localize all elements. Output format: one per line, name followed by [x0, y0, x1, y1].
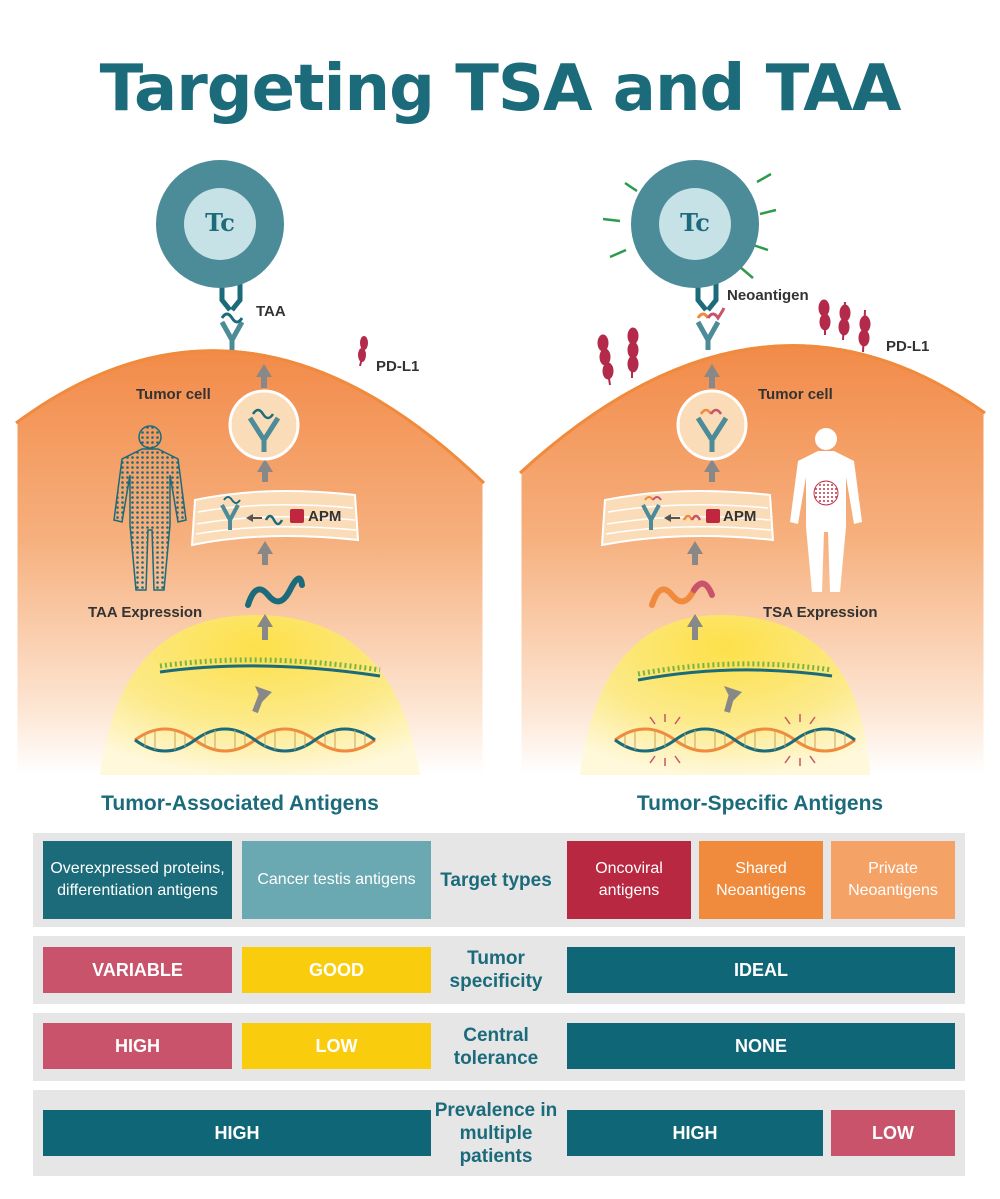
mrna-strand-right — [637, 661, 833, 682]
taa-tolerance-high: HIGH — [43, 1023, 232, 1069]
human-figure-tsa — [790, 428, 862, 592]
tsa-specificity-ideal: IDEAL — [567, 947, 955, 993]
taa-target-cancer-testis: Cancer testis antigens — [242, 841, 431, 919]
tumor-cell-label-left: Tumor cell — [136, 386, 211, 403]
protein-squiggle-left — [245, 575, 305, 608]
activation-rays — [602, 172, 777, 279]
apm-marker-right — [706, 509, 720, 523]
pdl1-label-left: PD-L1 — [376, 358, 420, 375]
tumor-cell-label-right: Tumor cell — [758, 386, 833, 403]
right-panel — [518, 160, 987, 777]
tc-label-right: Tc — [680, 208, 710, 237]
taa-tolerance-low: LOW — [242, 1023, 431, 1069]
neoantigen-squiggle — [649, 586, 697, 608]
tsa-tolerance-none: NONE — [567, 1023, 955, 1069]
apm-label-right: APM — [723, 508, 757, 525]
taa-label: TAA — [256, 303, 286, 320]
human-figure-taa — [113, 425, 187, 591]
page-title: Targeting TSA and TAA — [99, 52, 902, 126]
pdl1-left — [358, 336, 368, 367]
neoantigen-label: Neoantigen — [727, 287, 809, 304]
taa-specificity-variable: VARIABLE — [43, 947, 232, 993]
tumor-specificity-row: VARIABLE GOOD Tumor specificity IDEAL — [33, 936, 965, 1004]
endoplasmic-reticulum-left — [190, 490, 360, 547]
mutation-marks — [649, 714, 816, 766]
tsa-target-oncoviral: Oncoviral antigens — [567, 841, 691, 919]
central-tolerance-label: Central tolerance — [453, 1025, 539, 1069]
tsa-expression-label: TSA Expression — [763, 604, 878, 621]
antigen-diagram — [14, 160, 987, 777]
pdl1-right — [597, 299, 871, 386]
pdl1-label-right: PD-L1 — [886, 338, 930, 355]
tc-label-left: Tc — [205, 208, 235, 237]
tsa-target-private-neoantigens: Private Neoantigens — [831, 841, 955, 919]
taa-prevalence-high: HIGH — [43, 1110, 431, 1156]
taa-section-heading: Tumor-Associated Antigens — [101, 792, 379, 815]
taa-target-overexpressed: Overexpressed proteins, differentiation … — [43, 841, 232, 919]
target-types-label: Target types — [440, 869, 552, 891]
target-types-row: Overexpressed proteins, differentiation … — [33, 833, 965, 927]
dna-helix-right — [614, 714, 856, 766]
tsa-section-heading: Tumor-Specific Antigens — [636, 792, 884, 815]
prevalence-row: HIGH Prevalence in multiple patients HIG… — [33, 1090, 965, 1176]
nucleus-right — [580, 615, 870, 775]
apm-label-left: APM — [308, 508, 342, 525]
taa-specificity-good: GOOD — [242, 947, 431, 993]
mrna-strand-left — [159, 657, 381, 678]
central-tolerance-row: HIGH LOW Central tolerance NONE — [33, 1013, 965, 1081]
taa-expression-label: TAA Expression — [88, 604, 203, 621]
tumor-specificity-label: Tumor specificity — [449, 948, 543, 992]
dna-helix-left — [134, 727, 376, 753]
prevalence-label: Prevalence in multiple patients — [434, 1099, 558, 1167]
apm-marker-left — [290, 509, 304, 523]
left-panel — [14, 160, 486, 777]
vesicle-right — [676, 389, 748, 461]
vesicle-left — [228, 389, 300, 461]
tsa-target-shared-neoantigens: Shared Neoantigens — [699, 841, 823, 919]
tsa-prevalence-high: HIGH — [567, 1110, 823, 1156]
tsa-prevalence-low: LOW — [831, 1110, 955, 1156]
